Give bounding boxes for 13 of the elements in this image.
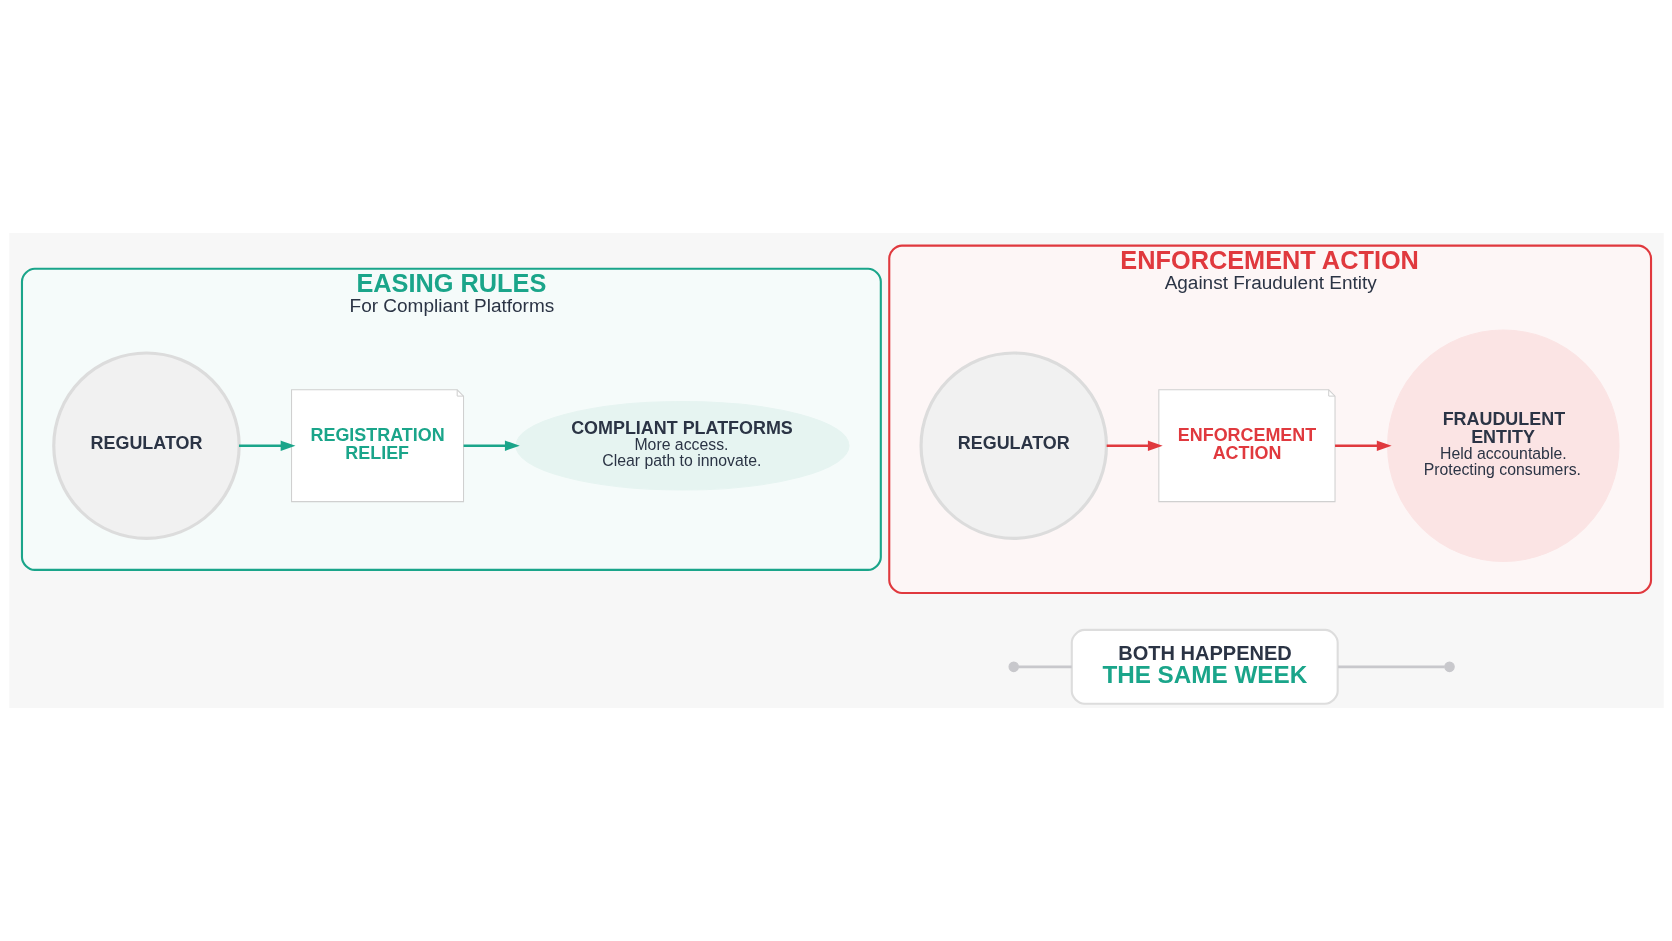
connector	[1337, 665, 1445, 669]
arrow	[1106, 440, 1163, 451]
node-circle: REGULATOR	[918, 351, 1108, 540]
arrow	[1334, 440, 1392, 451]
node-circle: FRAUDULENT ENTITY Held accountable. Protecting consumers.	[1386, 329, 1620, 562]
connector	[1018, 665, 1072, 669]
node-circle	[1008, 661, 1019, 673]
arrow	[463, 440, 520, 451]
node-ellipse: COMPLIANT PLATFORMS More access. Clear path to innovate.	[514, 400, 850, 491]
node-box: BOTH HAPPENED THE SAME WEEK	[1070, 628, 1339, 705]
node-circle	[1443, 661, 1455, 673]
node-circle: REGULATOR	[51, 351, 241, 540]
arrow	[238, 440, 295, 451]
